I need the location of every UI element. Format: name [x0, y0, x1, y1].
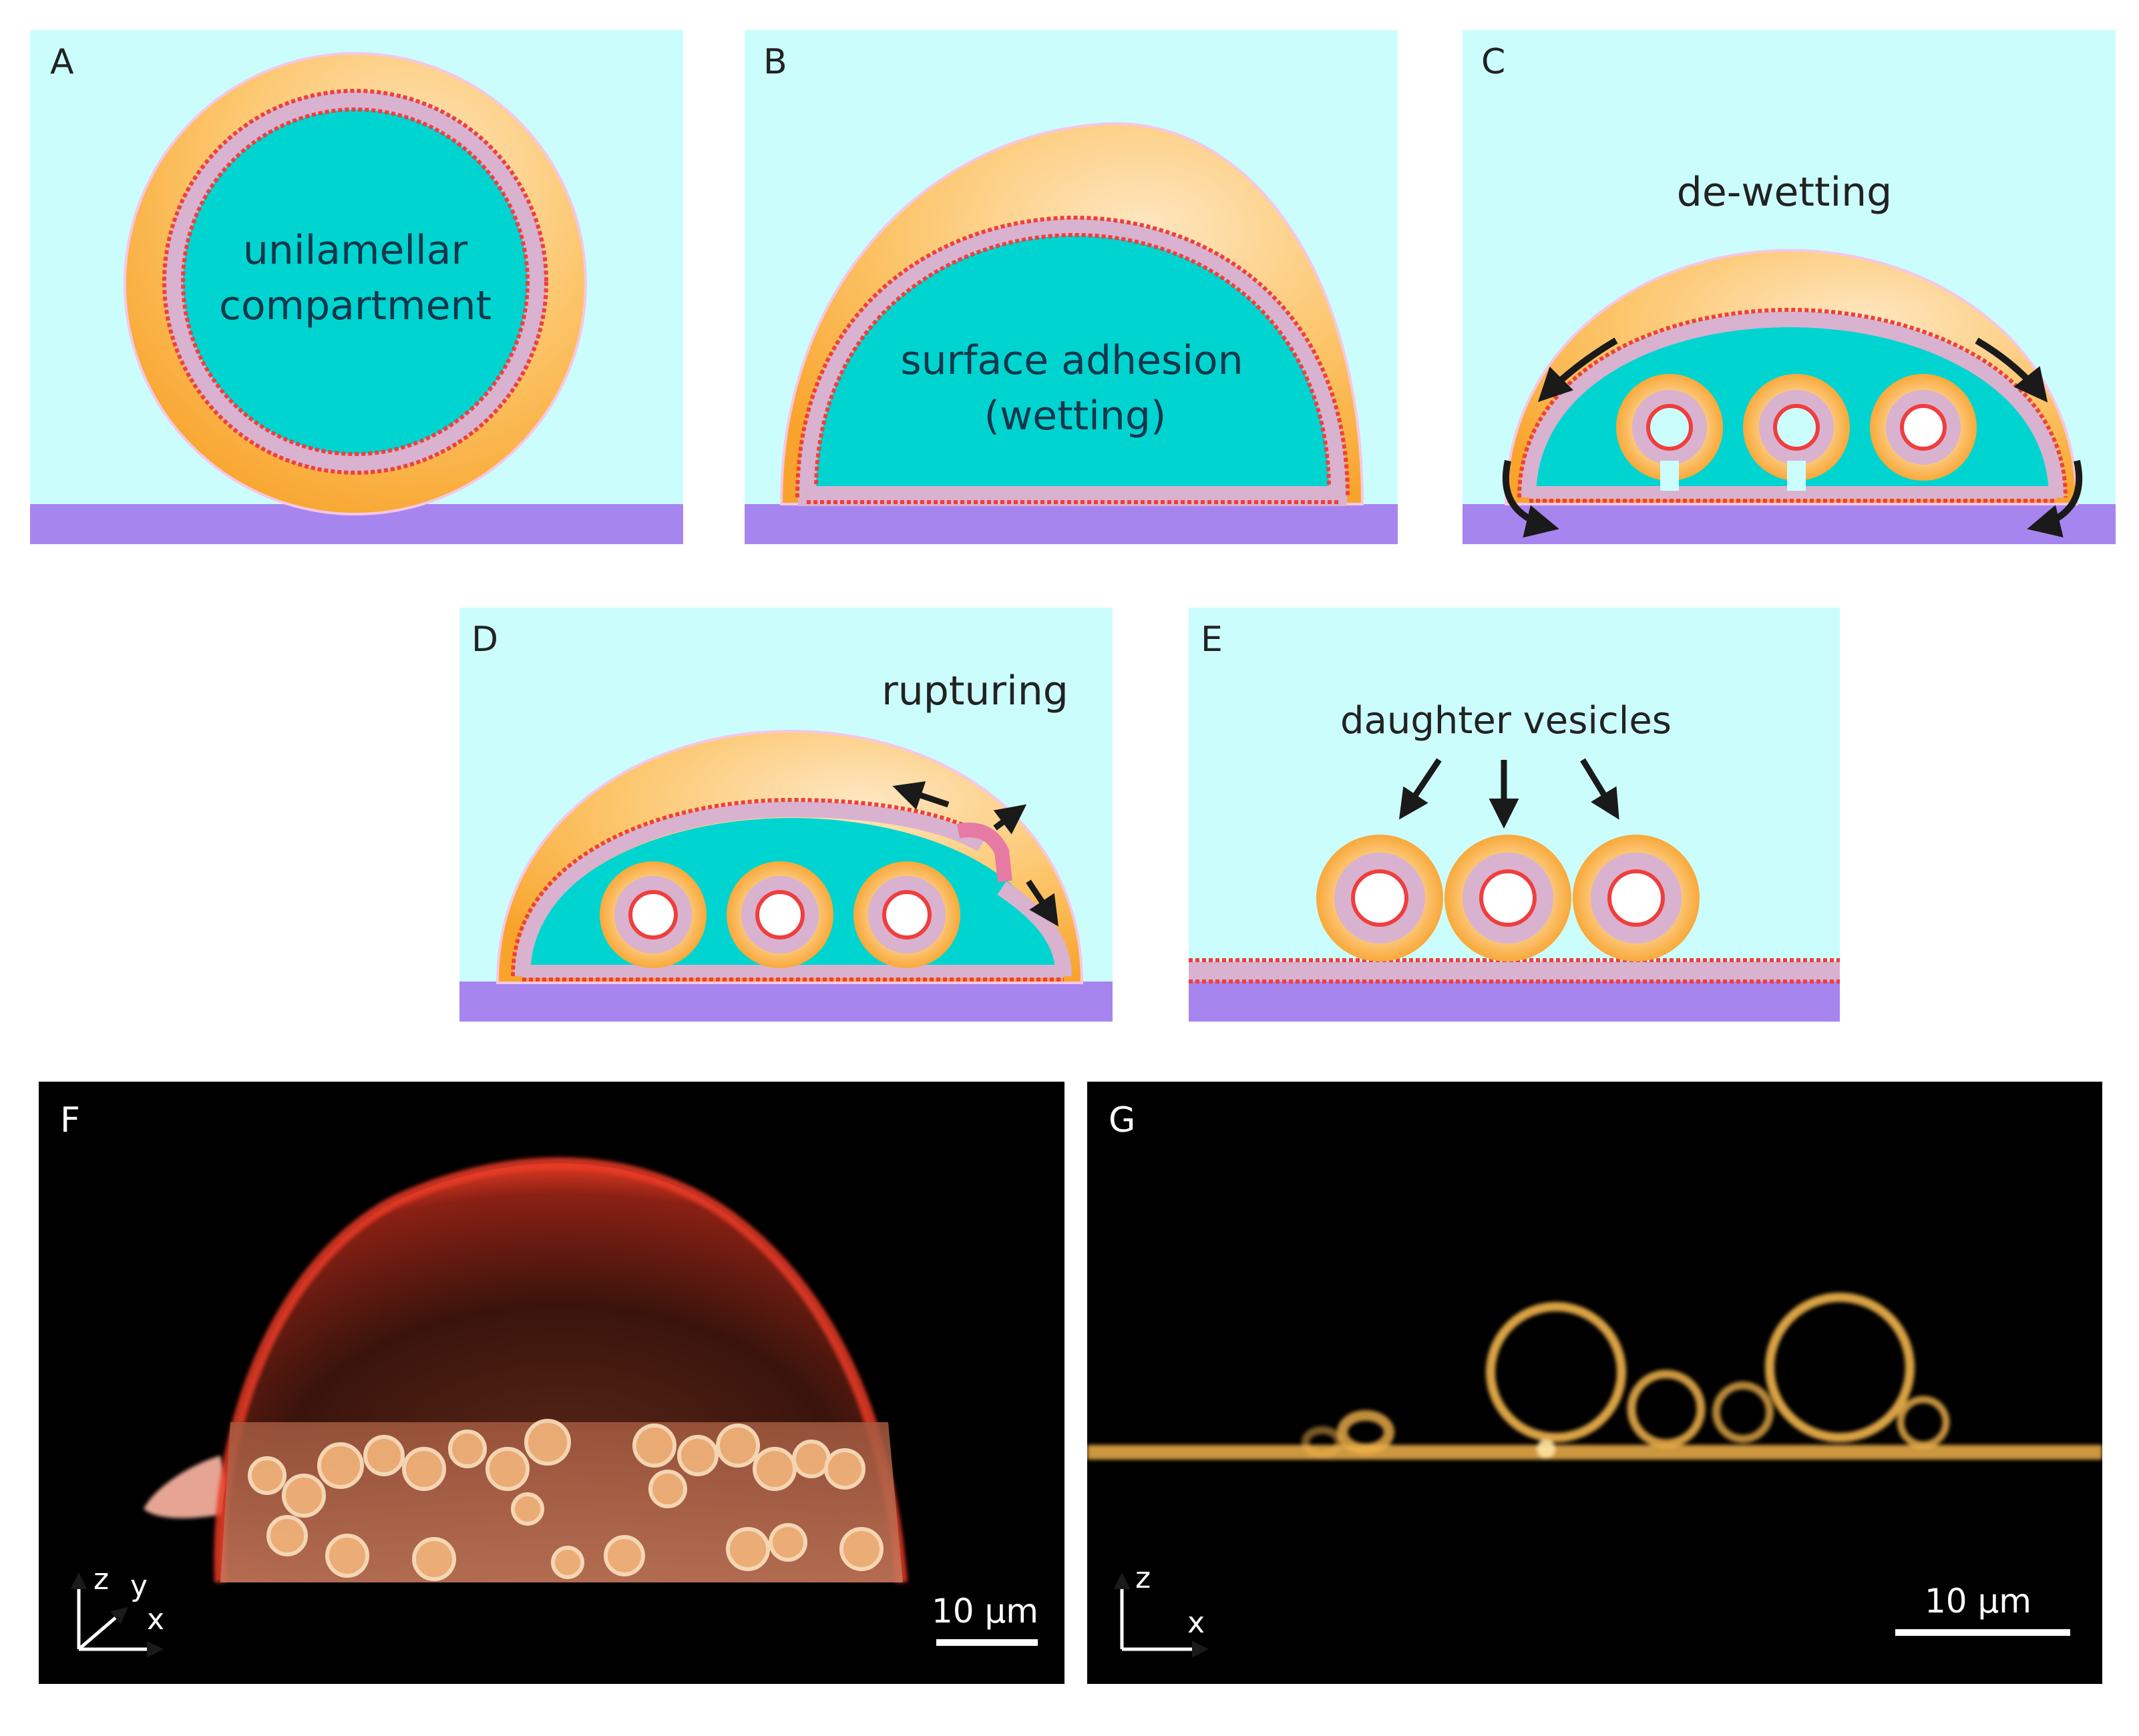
daughter-vesicles — [1316, 835, 1700, 961]
substrate — [459, 982, 1113, 1022]
vesicle-small-1 — [1627, 1369, 1706, 1448]
panel-letter: A — [50, 42, 74, 82]
dewetting-label: de-wetting — [1677, 169, 1892, 216]
rupturing-label: rupturing — [882, 668, 1068, 714]
micrograph-background — [1087, 1082, 2102, 1684]
panel-letter: F — [60, 1100, 80, 1140]
scale-bar-label: 10 µm — [1925, 1582, 2031, 1620]
substrate — [745, 504, 1398, 544]
vesicle-faint — [1302, 1426, 1343, 1458]
scale-bar — [1895, 1629, 2070, 1636]
panel-letter: E — [1201, 620, 1223, 660]
panel-d: D rupturing — [459, 608, 1113, 1022]
adhesion-label-line1: surface adhesion — [900, 337, 1243, 384]
internal-vesicles — [600, 861, 960, 968]
axis-z-label: z — [93, 1562, 109, 1596]
panel-e: E daughter vesicles — [1189, 608, 1840, 1022]
axis-y-label: y — [130, 1569, 148, 1603]
bright-spot — [1537, 1440, 1555, 1458]
adhesion-label-line2: (wetting) — [984, 393, 1167, 439]
substrate — [1463, 504, 2116, 544]
panel-letter: G — [1109, 1100, 1135, 1140]
lumen — [183, 110, 528, 454]
axis-z-label: z — [1135, 1561, 1151, 1595]
supported-bilayer — [1189, 958, 1840, 984]
vesicle-small-3 — [1897, 1395, 1950, 1449]
vesicle-large-left — [1486, 1302, 1626, 1442]
daughter-vesicles-label: daughter vesicles — [1340, 699, 1672, 742]
vesicle-large-right — [1765, 1293, 1915, 1442]
panel-b: B surface adhesion (wetting) — [745, 30, 1398, 544]
scale-bar — [936, 1639, 1038, 1646]
dewetting-arrows — [1502, 337, 2083, 538]
lipid-bilayer — [795, 215, 1350, 506]
membrane-protrusion — [144, 1456, 234, 1518]
panel-a: A unilamellar compartment — [30, 30, 683, 544]
axis-x-label: x — [147, 1602, 164, 1637]
panel-letter: D — [471, 620, 498, 660]
axis-triad-xyz — [70, 1572, 164, 1658]
rupture-arrows — [892, 781, 1058, 927]
compartment-label-line1: unilamellar — [243, 227, 468, 274]
scale-bar-label: 10 µm — [932, 1592, 1038, 1631]
lipid-bilayer — [162, 89, 548, 475]
panel-letter: C — [1481, 42, 1505, 82]
pointer-arrows — [1398, 758, 1619, 829]
panel-letter: B — [763, 42, 787, 82]
panel-g: z x G 10 µm — [1087, 1082, 2102, 1684]
encapsulated-vesicles — [248, 1419, 884, 1581]
compartment-label-line2: compartment — [219, 282, 492, 329]
substrate — [1189, 982, 1840, 1022]
axis-pair-xz — [1113, 1572, 1209, 1658]
vesicle-flattened — [1337, 1410, 1394, 1454]
lipid-bilayer — [511, 797, 1072, 982]
lumen — [816, 235, 1329, 491]
panel-c: C de-wetting — [1463, 30, 2116, 544]
dome-rim — [214, 1157, 908, 1583]
budding-vesicles — [1616, 374, 1977, 491]
vesicle-small-2 — [1712, 1381, 1774, 1443]
axis-x-label: x — [1187, 1606, 1205, 1640]
panel-f: z y x F 10 µm — [39, 1082, 1064, 1684]
